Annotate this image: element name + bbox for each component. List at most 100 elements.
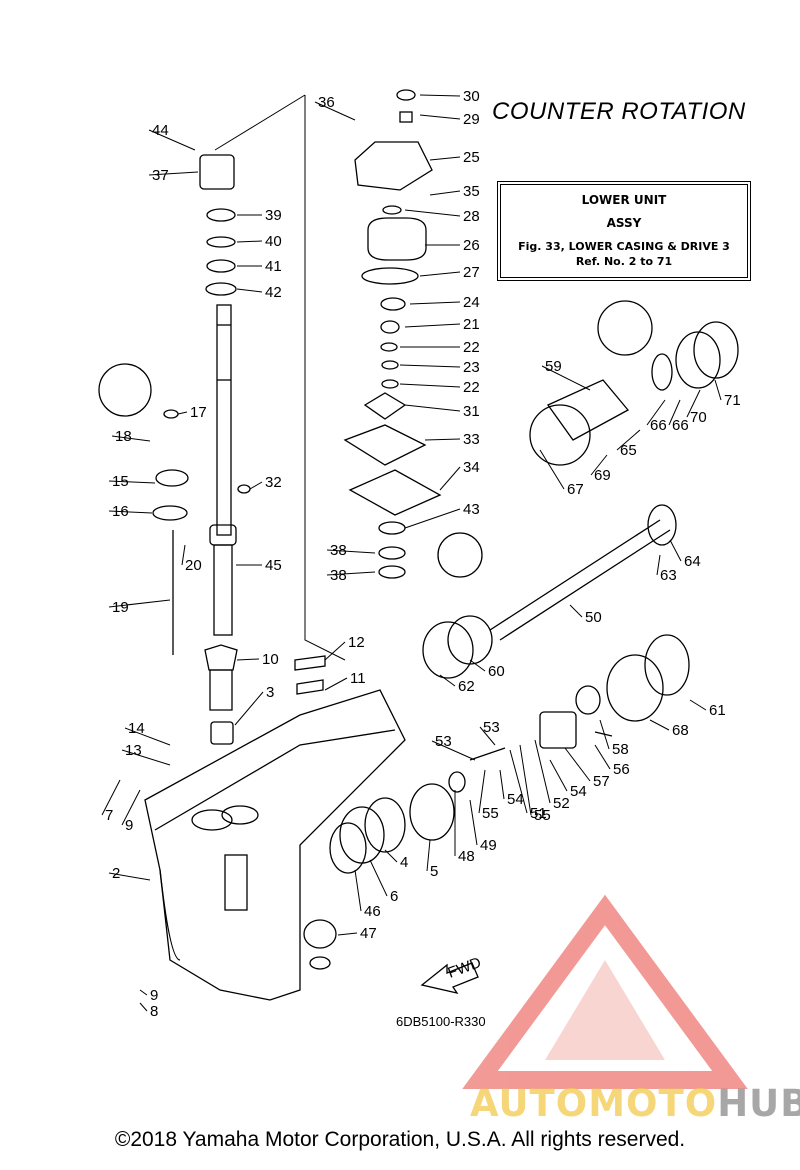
callout-52: 52 — [553, 795, 570, 812]
callout-29: 29 — [463, 111, 480, 128]
callout-6: 6 — [390, 888, 398, 905]
callout-35: 35 — [463, 183, 480, 200]
callout-55: 55 — [534, 807, 551, 824]
callout-leader-53 — [431, 740, 476, 761]
callout-44: 44 — [152, 122, 169, 139]
callout-69: 69 — [594, 467, 611, 484]
callout-leader-3 — [234, 691, 264, 726]
callout-40: 40 — [265, 233, 282, 250]
info-box: LOWER UNIT ASSY Fig. 33, LOWER CASING & … — [497, 181, 751, 281]
callout-leader-35 — [429, 190, 461, 196]
callout-68: 68 — [672, 722, 689, 739]
callout-38: 38 — [330, 567, 347, 584]
callout-leader-71 — [714, 379, 722, 401]
callout-55: 55 — [482, 805, 499, 822]
callout-20: 20 — [185, 557, 202, 574]
callout-31: 31 — [463, 403, 480, 420]
callout-22: 22 — [463, 339, 480, 356]
callout-65: 65 — [620, 442, 637, 459]
watermark-part1: AUTOMOTO — [470, 1082, 718, 1125]
callout-leader-6 — [369, 859, 388, 897]
callout-leader-42 — [236, 288, 263, 293]
callout-11: 11 — [350, 670, 366, 687]
callout-34: 34 — [463, 459, 480, 476]
callout-66: 66 — [650, 417, 667, 434]
callout-leader-67 — [539, 449, 565, 490]
callout-leader-28 — [404, 209, 461, 217]
callout-63: 63 — [660, 567, 677, 584]
callout-leader-10 — [236, 658, 260, 661]
callout-leader-64 — [669, 539, 682, 562]
callout-21: 21 — [463, 316, 480, 333]
callout-leader-31 — [404, 404, 461, 412]
callout-3: 3 — [266, 684, 274, 701]
callout-leader-50 — [569, 604, 583, 618]
callout-48: 48 — [458, 848, 475, 865]
callout-leader-55 — [519, 744, 532, 816]
callout-25: 25 — [463, 149, 480, 166]
callout-leader-37 — [148, 171, 199, 176]
callout-leader-38 — [326, 549, 376, 554]
callout-leader-46 — [354, 869, 362, 912]
callout-leader-14 — [124, 727, 171, 746]
callout-leader-32 — [249, 481, 263, 490]
info-line-4: Ref. No. 2 to 71 — [575, 255, 673, 268]
callout-16: 16 — [112, 503, 129, 520]
callout-17: 17 — [190, 404, 207, 421]
callout-39: 39 — [265, 207, 282, 224]
callout-47: 47 — [360, 925, 377, 942]
left-components — [98, 154, 326, 745]
callout-leader-38 — [326, 571, 376, 576]
callout-51: 51 — [530, 805, 547, 822]
callout-32: 32 — [265, 474, 282, 491]
watermark-text: AUTOMOTOHUB — [470, 1082, 800, 1125]
callout-53: 53 — [483, 719, 500, 736]
callout-leader-63 — [656, 554, 661, 576]
callout-leader-17 — [177, 411, 188, 415]
callout-leader-70 — [686, 389, 701, 418]
callout-42: 42 — [265, 284, 282, 301]
callout-45: 45 — [265, 557, 282, 574]
callout-50: 50 — [585, 609, 602, 626]
callout-54: 54 — [507, 791, 524, 808]
callout-10: 10 — [262, 651, 279, 668]
callout-71: 71 — [724, 392, 741, 409]
callout-leader-18 — [111, 435, 151, 442]
callout-15: 15 — [112, 473, 129, 490]
lower-casing — [144, 689, 406, 1001]
callout-64: 64 — [684, 553, 701, 570]
callout-2: 2 — [112, 865, 120, 882]
callout-leader-33 — [424, 438, 461, 441]
callout-19: 19 — [112, 599, 129, 616]
callout-7: 7 — [105, 807, 113, 824]
copyright-notice: ©2018 Yamaha Motor Corporation, U.S.A. A… — [114, 1128, 686, 1151]
callout-54: 54 — [570, 783, 587, 800]
callout-leader-40 — [236, 240, 263, 243]
callout-33: 33 — [463, 431, 480, 448]
callout-leader-68 — [649, 719, 670, 731]
callout-18: 18 — [115, 428, 132, 445]
callout-leader-58 — [599, 719, 610, 750]
callout-13: 13 — [125, 742, 142, 759]
callout-leader-36 — [314, 101, 356, 121]
callout-leader-66 — [646, 399, 666, 426]
callout-23: 23 — [463, 359, 480, 376]
propeller-shaft-assembly — [303, 321, 739, 970]
callout-leader-22 — [399, 383, 461, 388]
watermark-logo — [462, 894, 748, 1089]
callout-27: 27 — [463, 264, 480, 281]
callout-leader-27 — [419, 271, 461, 277]
callout-leader-4 — [384, 849, 398, 863]
callout-leader-11 — [324, 677, 348, 691]
callout-36: 36 — [318, 94, 335, 111]
callout-61: 61 — [709, 702, 726, 719]
callout-49: 49 — [480, 837, 497, 854]
reference-code: 6DB5100-R330 — [396, 1014, 486, 1029]
callout-leader-53 — [479, 726, 496, 746]
callout-leader-49 — [469, 799, 478, 846]
callout-leader-60 — [469, 659, 486, 672]
fwd-arrow-icon: FWD — [420, 954, 484, 994]
callout-9: 9 — [125, 817, 133, 834]
callout-37: 37 — [152, 167, 169, 184]
callout-leader-57 — [564, 747, 591, 782]
